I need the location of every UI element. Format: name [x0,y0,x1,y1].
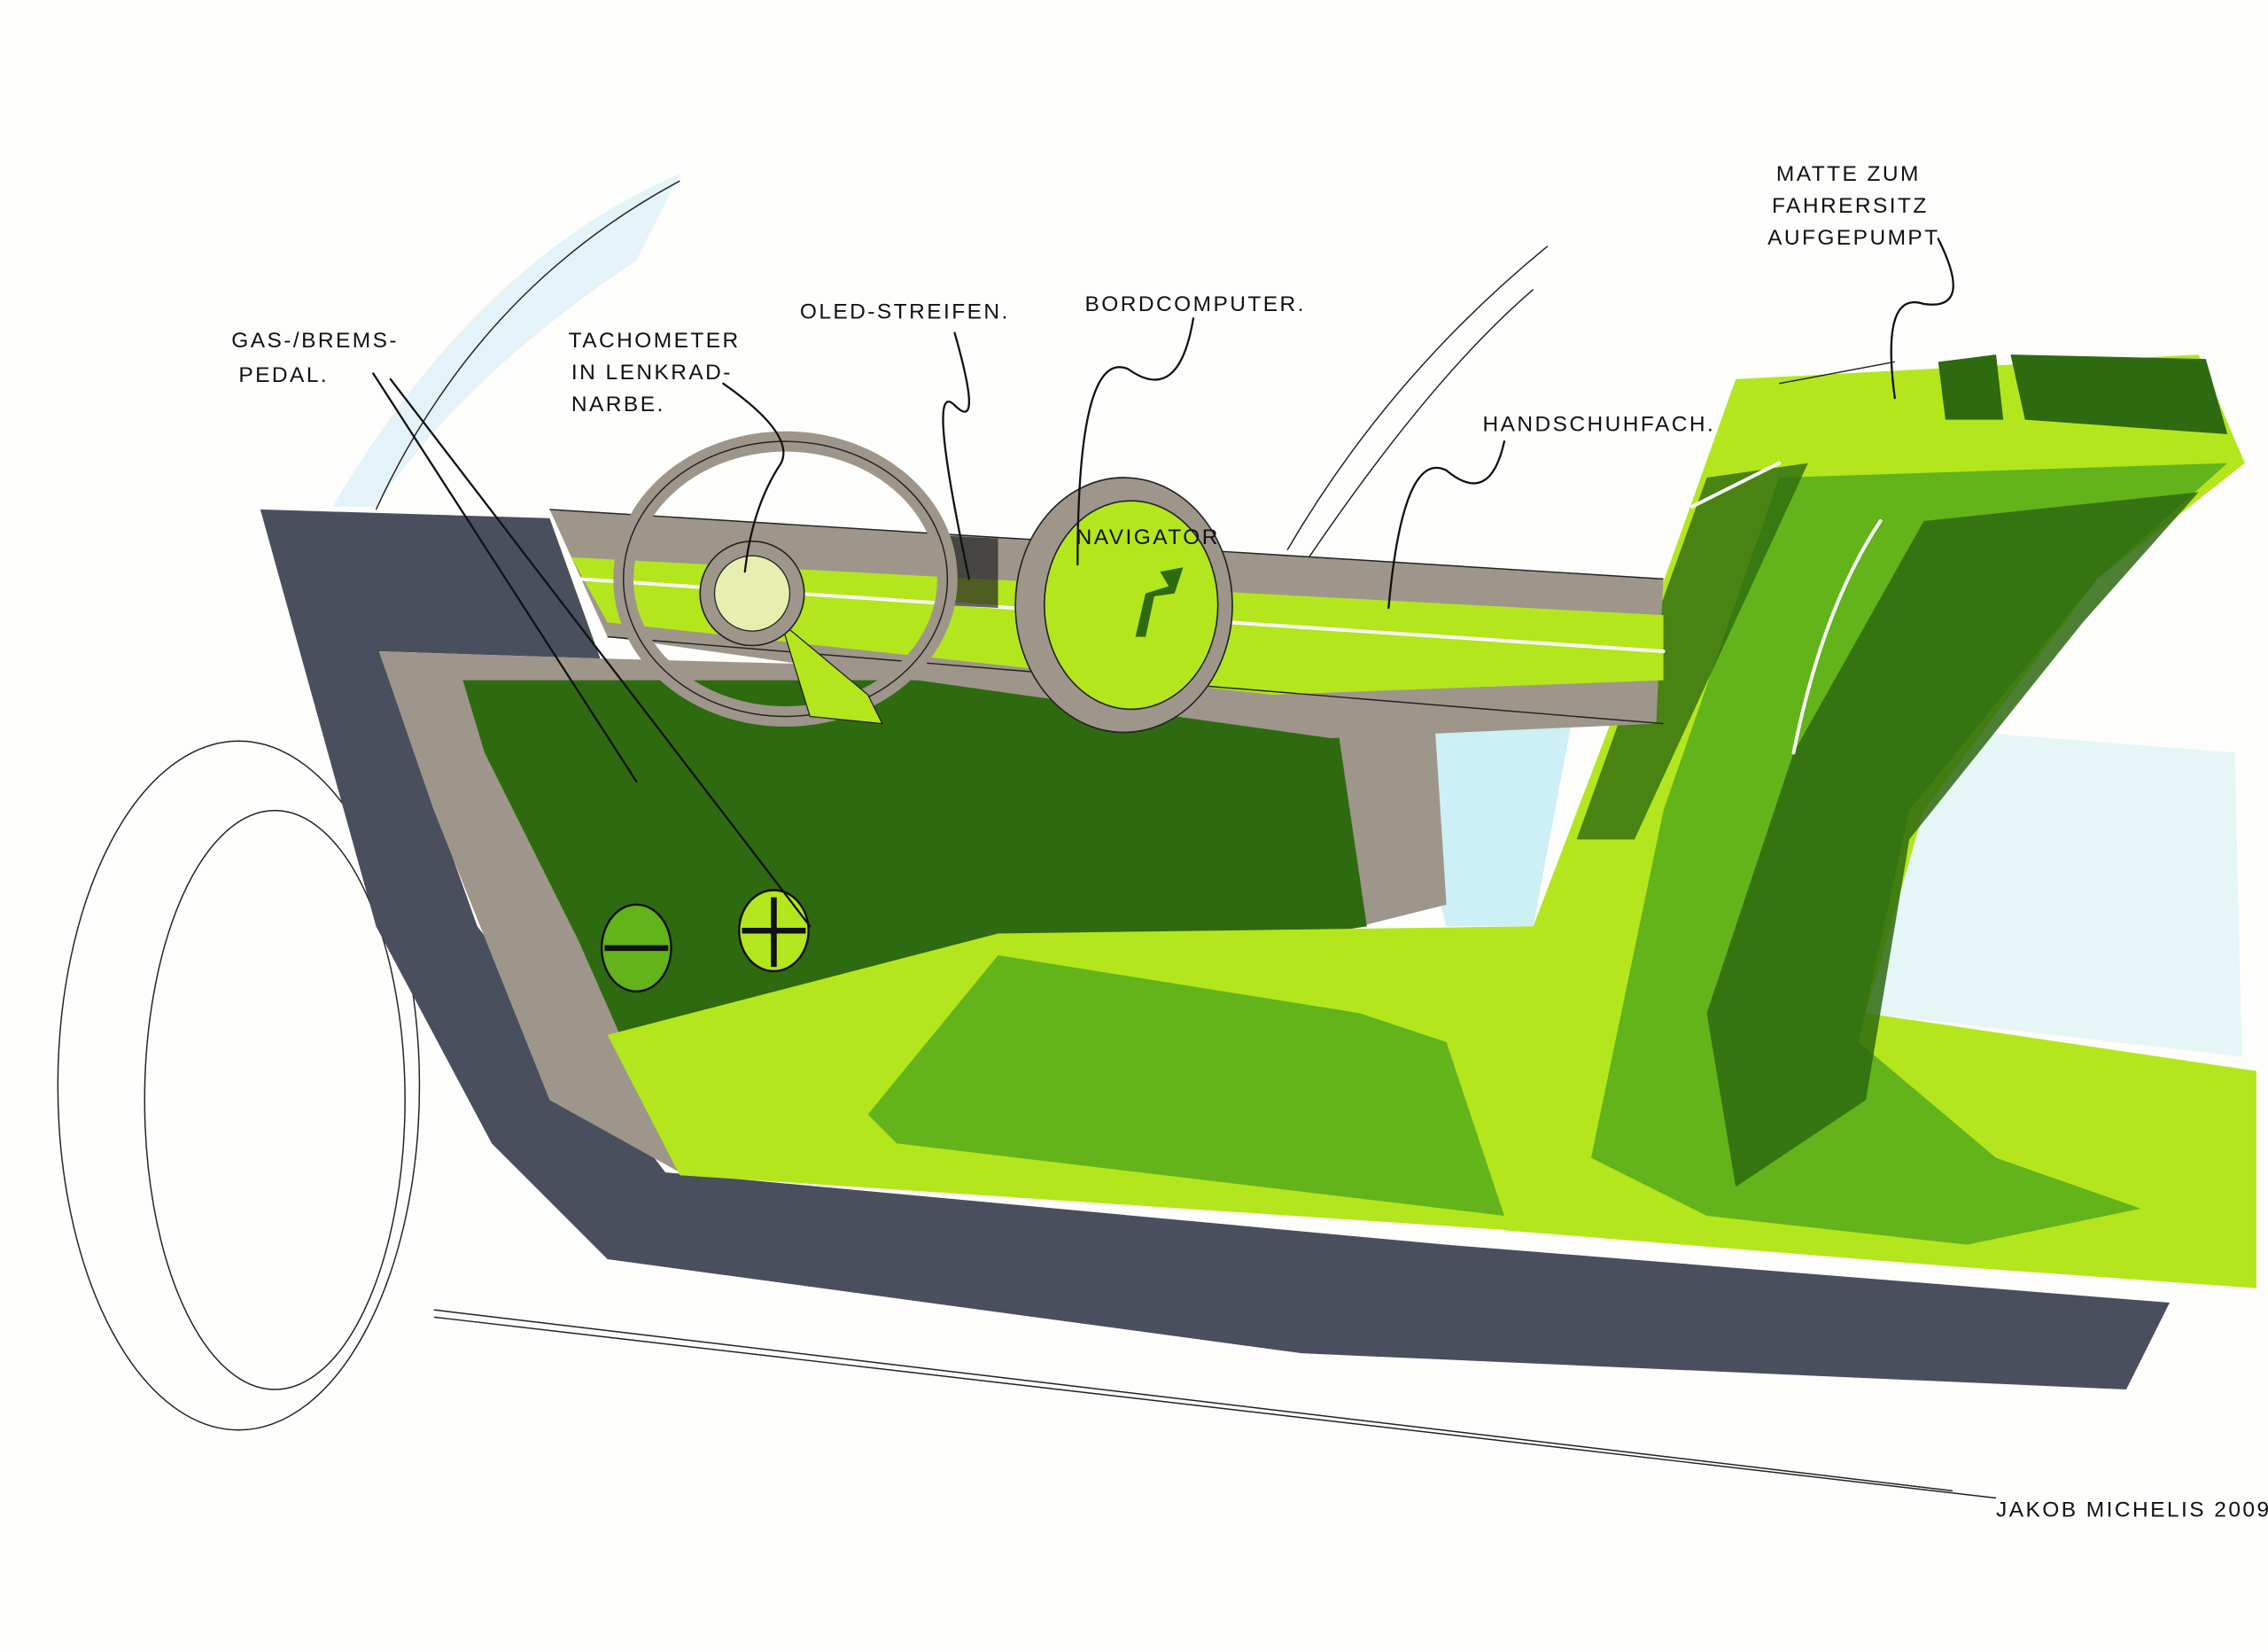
handschuhfach-leader [1387,440,1506,610]
navigator-label: NAVIGATOR [1076,525,1220,549]
artist-signature: JAKOB MICHELIS 2009 [1996,1498,2268,1522]
air-vent-left [600,903,672,993]
tachometer-dial [713,555,791,632]
bordcomputer-leader [1076,317,1195,566]
wheel [57,740,421,1431]
annotation-handschuhfach: HANDSCHUHFACH. [1482,413,1715,437]
windshield-tint [332,174,680,507]
annotation-text: GAS-/BREMS- [231,329,399,353]
annotation-text: AUFGEPUMPT. [1767,226,1946,250]
annotation-pedal: GAS-/BREMS- PEDAL. [231,329,399,387]
door-frame [260,509,2170,1389]
signature-line [433,1316,1997,1499]
annotation-bordcomputer: BORDCOMPUTER. [1084,292,1305,316]
annotation-text: PEDAL. [238,363,329,387]
navigator-display: NAVIGATOR [1014,477,1233,734]
annotation-text: IN LENKRAD- [571,361,733,385]
annotation-matte: MATTE ZUM FAHRERSITZ AUFGEPUMPT. [1767,162,1946,250]
annotation-text: FAHRERSITZ [1772,194,1929,218]
inflated-mat [1503,354,2256,1288]
steering-wheel [613,431,958,727]
annotation-text: TACHOMETER [569,329,741,353]
air-vent-right [738,889,810,973]
pedal-leader [372,372,812,928]
matte-leader [1890,237,1954,400]
annotation-oled: OLED-STREIFEN. [800,300,1010,323]
side-window-right [1866,723,2242,1057]
annotation-tachometer: TACHOMETER IN LENKRAD- NARBE. [569,329,741,416]
sill-shadow [867,955,1504,1216]
oled-leader [942,331,971,580]
nav-arrow-icon [1135,567,1184,637]
body-line [433,1309,1953,1492]
annotation-text: MATTE ZUM [1776,162,1921,186]
annotation-text: NARBE. [571,393,665,416]
tacho-leader [722,382,785,573]
